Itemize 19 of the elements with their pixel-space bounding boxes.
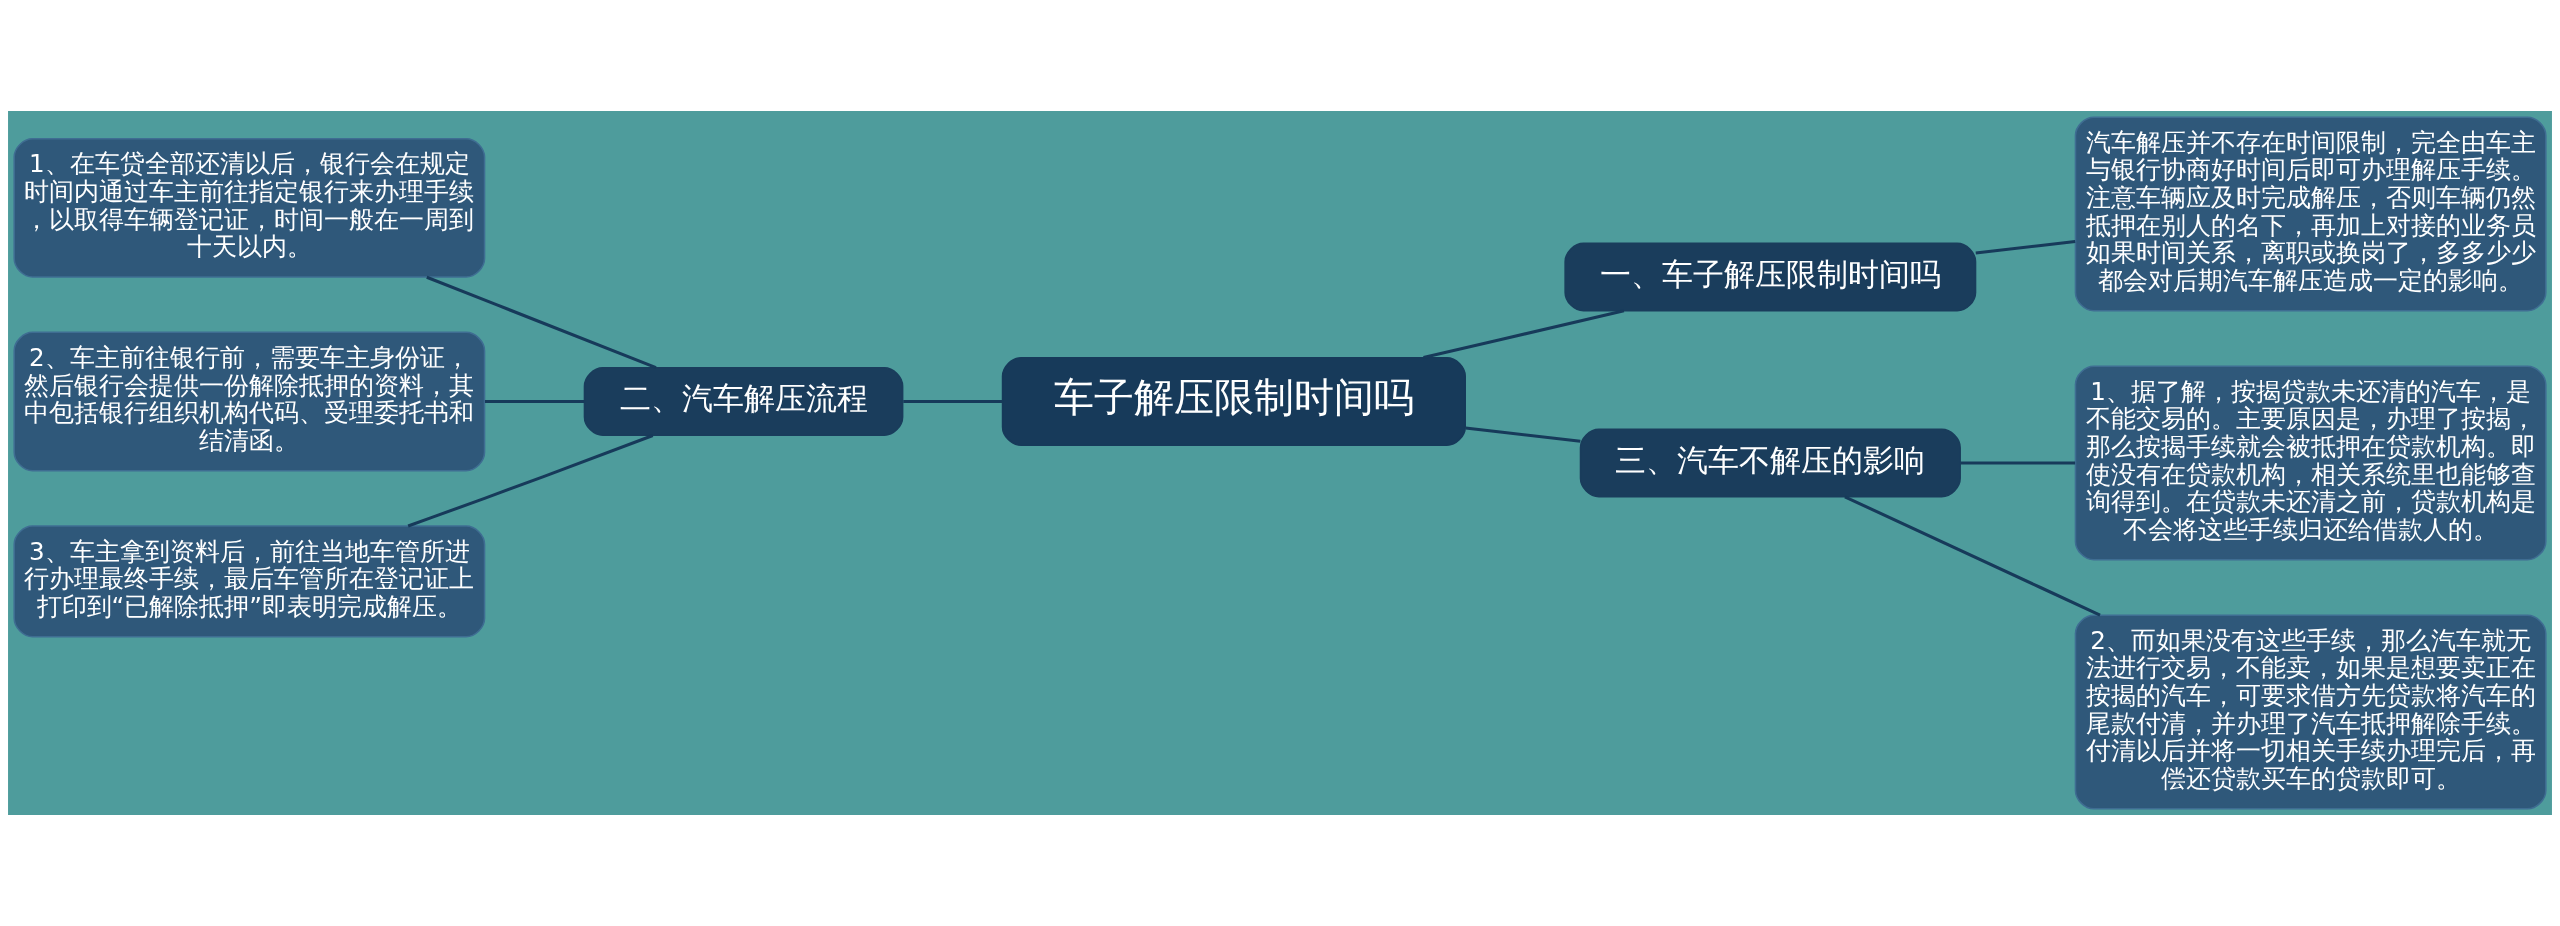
connector (484, 400, 585, 404)
node-box: 一、车子解压限制时间吗 (1564, 242, 1977, 312)
connector (903, 400, 1003, 404)
node-box: 汽车解压并不存在时间限制，完全由车主与银行协商好时间后即可办理解压手续。注意车辆应及时完成解压，否则车辆仍然抵押在别人的名下，再加上对接的业务员如果时间关系，离职或换岗了，多多少少都会对后期汽车解压造成一定的影响。 (2074, 116, 2547, 312)
node-box: 3、车主拿到资料后，前往当地车管所进行办理最终手续，最后车管所在登记证上打印到“已解除抵押”即表明完成解压。 (13, 525, 486, 638)
connector (1423, 309, 1625, 360)
node-box: 1、在车贷全部还清以后，银行会在规定时间内通过车主前往指定银行来办理手续，以取得车辆登记证，时间一般在一周到十天以内。 (13, 137, 486, 278)
connector (426, 275, 657, 369)
node-box: 1、据了解，按揭贷款未还清的汽车，是不能交易的。主要原因是，办理了按揭，那么按揭手续就会被抵押在贷款机构。即使没有在贷款机构，相关系统里也能够查询得到。在贷款未还清之前，贷款机构是不会将这些手续归还给借款人的。 (2074, 365, 2547, 561)
connector (1465, 426, 1581, 443)
node-box: 三、汽车不解压的影响 (1579, 428, 1961, 498)
node-box: 2、而如果没有这些手续，那么汽车就无法进行交易，不能卖，如果是想要卖正在按揭的汽车，可要求借方先贷款将汽车的尾款付清，并办理了汽车抵押解除手续。付清以后并将一切相关手续办理完后，再偿还贷款买车的贷款即可。 (2074, 614, 2547, 810)
node-box: 车子解压限制时间吗 (1001, 356, 1466, 447)
node-box: 2、车主前往银行前，需要车主身份证，然后银行会提供一份解除抵押的资料，其中包括银行组织机构代码、受理委托书和结清函。 (13, 331, 486, 472)
node-box: 二、汽车解压流程 (583, 366, 904, 437)
connector (1844, 495, 2101, 617)
connector (1975, 239, 2076, 255)
connector (407, 434, 654, 528)
connector (1960, 461, 2076, 465)
